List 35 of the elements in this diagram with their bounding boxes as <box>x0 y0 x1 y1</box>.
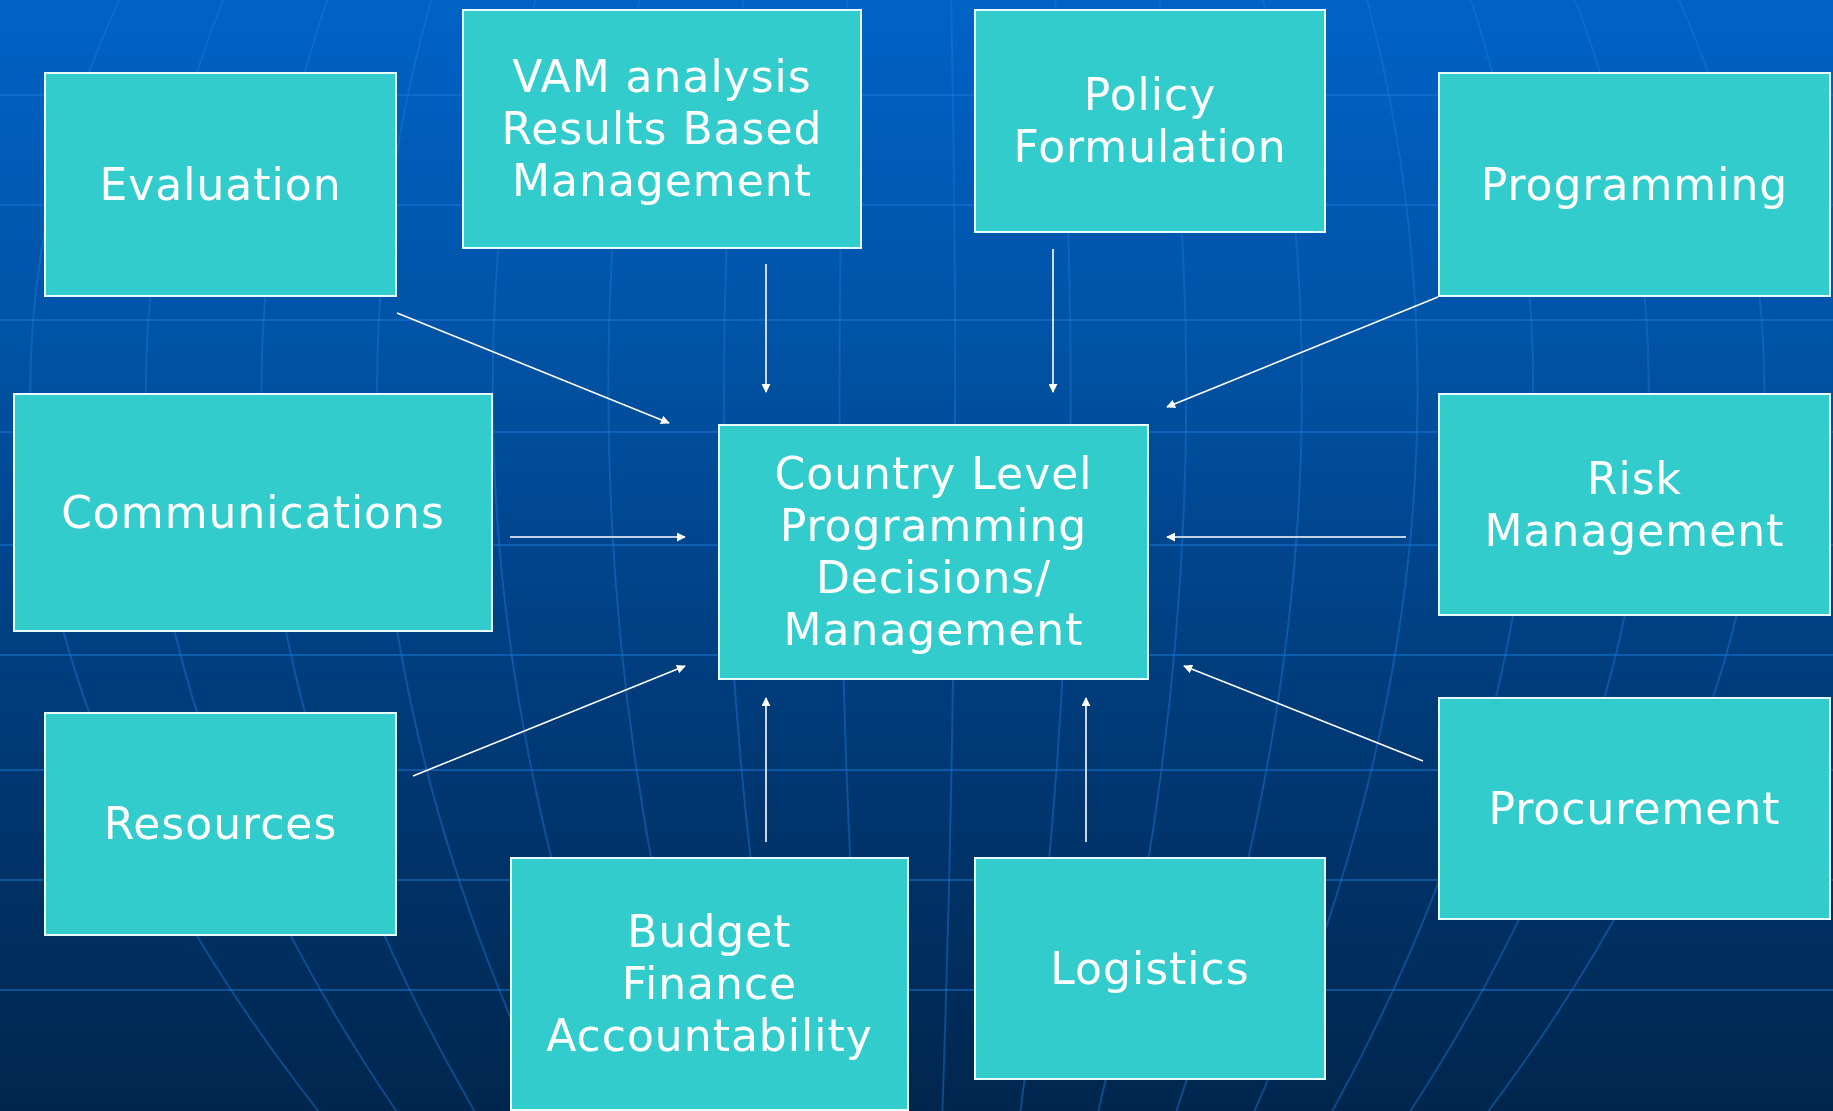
box-label: Country Level Programming Decisions/ Management <box>773 448 1094 656</box>
topic-box <box>974 9 1326 233</box>
arrow <box>509 532 686 542</box>
box-label: Programming <box>1480 158 1789 211</box>
topic-box <box>44 712 397 936</box>
box-label: Risk Management <box>1483 452 1786 557</box>
topic-box <box>462 9 862 249</box>
box-label: Logistics <box>1050 942 1250 995</box>
topic-box <box>1438 697 1831 920</box>
topic-box <box>510 857 909 1111</box>
topic-box <box>13 393 493 632</box>
arrow <box>1166 532 1407 542</box>
arrow <box>761 263 771 393</box>
topic-box <box>1438 72 1831 297</box>
box-label: Results Based Management <box>500 103 824 207</box>
arrow <box>1048 248 1058 393</box>
arrow <box>396 312 670 425</box>
box-label: Finance <box>621 958 798 1010</box>
topic-box <box>974 857 1326 1080</box>
topic-box <box>1438 393 1831 616</box>
arrow <box>1183 664 1424 762</box>
arrow <box>412 664 686 777</box>
box-label: Accountability <box>546 1009 873 1062</box>
box-label: Evaluation <box>99 158 342 211</box>
box-label: Resources <box>103 798 338 850</box>
arrow <box>1166 296 1439 409</box>
topic-box <box>44 72 397 297</box>
box-label: Budget <box>627 906 792 959</box>
box-label: Procurement <box>1488 782 1781 835</box>
box-label: Communications <box>61 486 445 539</box>
arrow <box>761 697 771 843</box>
box-label: VAM analysis <box>512 51 812 104</box>
arrow <box>1081 697 1091 843</box>
box-label: Policy Formulation <box>1012 69 1288 173</box>
topic-box <box>718 424 1149 680</box>
